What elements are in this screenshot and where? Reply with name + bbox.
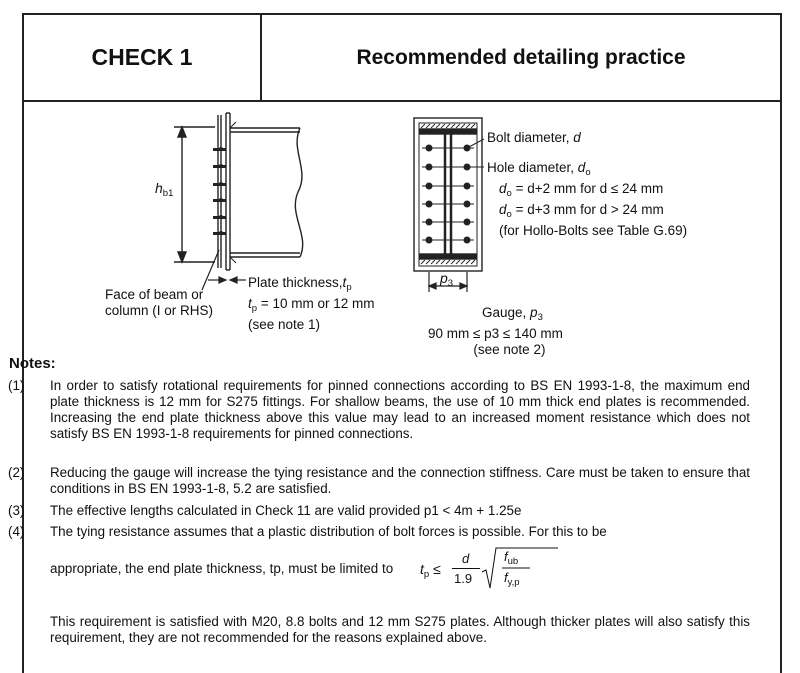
detailing-diagram [174,112,485,292]
plate-thickness-label: Plate thickness,tp tp = 10 mm or 12 mm (… [248,275,375,332]
front-bolts [422,144,474,244]
p3-label: p3 [440,270,454,289]
end-plate-front-view [413,117,483,272]
bolt-diameter-label: Bolt diameter, d [487,130,581,145]
check-panel: CHECK 1 Recommended detailing practice [22,13,782,673]
face-label: Face of beam or column (I or RHS) [105,287,214,318]
tying-formula: tp ≤ d 1.9 fub fy,p [420,544,580,594]
note-4: (4) The tying resistance assumes that a … [8,524,750,645]
note-3: (3) The effective lengths calculated in … [8,503,522,518]
hb1-label: hb1 [155,180,174,199]
notes-title: Notes: [9,355,56,372]
side-bolts [213,147,226,235]
check-label: CHECK 1 [24,15,262,100]
hole-diameter-label: Hole diameter, do do = d+2 mm for d ≤ 24… [487,160,688,238]
header: CHECK 1 Recommended detailing practice [24,15,780,102]
note-4-text-a: The tying resistance assumes that a plas… [50,524,607,539]
page-title: Recommended detailing practice [356,45,686,69]
gauge-label: Gauge, p3 90 mm ≤ p3 ≤ 140 mm (see note … [428,305,563,357]
note-1: (1) In order to satisfy rotational requi… [8,378,750,441]
note-2: (2) Reducing the gauge will increase the… [8,465,750,496]
note-4-text-b: appropriate, the end plate thickness, tp… [50,561,394,576]
end-plate-side-view [174,112,304,271]
note-4-text-c: This requirement is satisfied with M20, … [50,614,750,645]
